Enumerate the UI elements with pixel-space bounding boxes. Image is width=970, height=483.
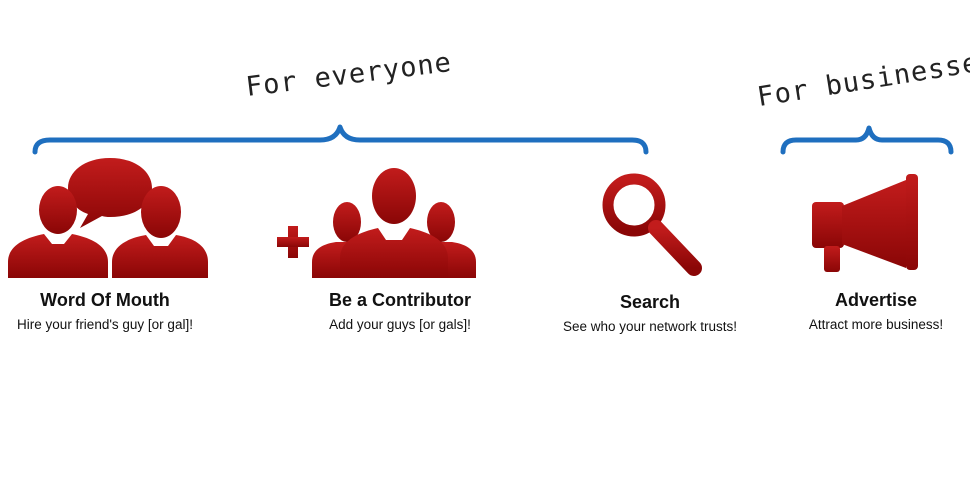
feature-title: Word Of Mouth xyxy=(40,290,170,310)
add-group-icon xyxy=(277,168,476,278)
feature-word-of-mouth: Word Of Mouth Hire your friend's guy [or… xyxy=(0,290,210,332)
feature-subtitle: Add your guys [or gals]! xyxy=(329,317,471,332)
feature-subtitle: Hire your friend's guy [or gal]! xyxy=(17,317,193,332)
feature-title: Advertise xyxy=(834,290,918,310)
feature-subtitle: See who your network trusts! xyxy=(562,319,738,334)
everyone-bracket xyxy=(32,124,649,155)
feature-advertise: Advertise Attract more business! xyxy=(796,290,956,332)
feature-title: Be a Contributor xyxy=(329,290,471,310)
feature-contributor: Be a Contributor Add your guys [or gals]… xyxy=(300,290,500,332)
business-bracket xyxy=(780,125,954,155)
feature-title: Search xyxy=(619,292,681,312)
megaphone-icon xyxy=(812,174,918,272)
feature-search: Search See who your network trusts! xyxy=(550,292,750,334)
feature-subtitle: Attract more business! xyxy=(808,317,944,332)
magnifier-icon xyxy=(602,173,702,276)
